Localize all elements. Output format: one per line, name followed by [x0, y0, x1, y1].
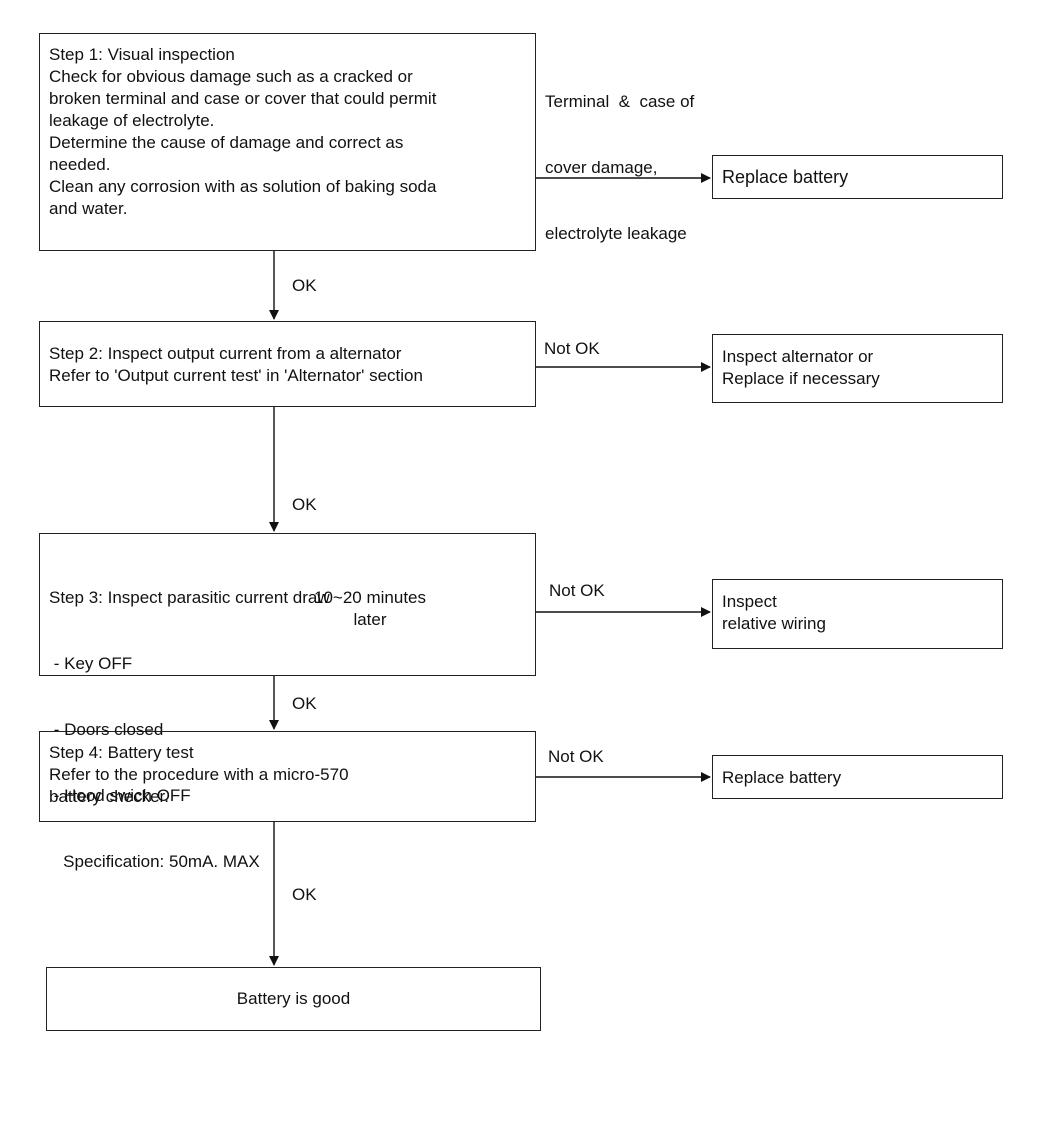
ok-label-step3: OK: [292, 694, 317, 713]
step4-line: Refer to the procedure with a micro-570: [49, 765, 349, 784]
step1-title: Step 1: Visual inspection: [49, 45, 235, 64]
step2-title: Step 2: Inspect output current from a al…: [49, 344, 402, 363]
action4-line: Replace battery: [722, 768, 842, 787]
step1-line: Check for obvious damage such as a crack…: [49, 67, 413, 86]
step1-box: [39, 33, 536, 251]
step4-title: Step 4: Battery test: [49, 743, 194, 762]
action3-box: [712, 579, 1003, 649]
step2-box: [39, 321, 536, 407]
step3-line: - Doors closed: [49, 720, 164, 739]
step1-line: broken terminal and case or cover that c…: [49, 89, 437, 108]
action2-line: Inspect alternator or: [722, 347, 874, 366]
final-box: [46, 967, 541, 1031]
action1-box: [712, 155, 1003, 199]
not-ok-label-step4: Not OK: [548, 747, 604, 766]
step3-timing: 10~20 minutes later: [300, 587, 440, 631]
not-ok-label-step2: Not OK: [544, 339, 600, 358]
step4-box: [39, 731, 536, 822]
step1-line: and water.: [49, 199, 128, 218]
step1-line: Determine the cause of damage and correc…: [49, 133, 404, 152]
final-text: Battery is good: [236, 989, 351, 1008]
ok-label-step1: OK: [292, 276, 317, 295]
step3-line: - Key OFF: [49, 654, 133, 673]
action1-line: Replace battery: [722, 167, 849, 187]
not-ok-label-step3: Not OK: [549, 581, 605, 600]
timing-line: later: [353, 610, 387, 629]
step1-text: Step 1: Visual inspection Check for obvi…: [49, 44, 436, 220]
action1-text: Replace battery: [722, 166, 848, 188]
action3-line: relative wiring: [722, 614, 826, 633]
timing-line: 10~20 minutes: [314, 588, 426, 607]
action4-text: Replace battery: [722, 767, 841, 789]
ok-label-step4: OK: [292, 885, 317, 904]
action3-line: Inspect: [722, 592, 777, 611]
step4-line: battery checker.: [49, 787, 170, 806]
step1-condition: Terminal & case of cover damage, electro…: [545, 47, 694, 267]
step4-text: Step 4: Battery test Refer to the proced…: [49, 742, 349, 808]
action2-box: [712, 334, 1003, 403]
step1-line: leakage of electrolyte.: [49, 111, 215, 130]
step3-title: Step 3: Inspect parasitic current draw: [49, 588, 330, 607]
step1-line: Clean any corrosion with as solution of …: [49, 177, 437, 196]
condition-line: Terminal & case of: [545, 92, 695, 111]
step3-text: Step 3: Inspect parasitic current draw -…: [49, 543, 330, 895]
condition-line: electrolyte leakage: [545, 224, 687, 243]
step3-spec: Specification: 50mA. MAX: [49, 852, 260, 871]
step3-line: - Hood swich OFF: [49, 786, 191, 805]
condition-line: cover damage,: [545, 158, 658, 177]
step2-line: Refer to 'Output current test' in 'Alter…: [49, 366, 423, 385]
action4-box: [712, 755, 1003, 799]
step1-line: needed.: [49, 155, 111, 174]
action2-line: Replace if necessary: [722, 369, 880, 388]
step2-text: Step 2: Inspect output current from a al…: [49, 343, 423, 387]
ok-label-step2: OK: [292, 495, 317, 514]
step3-box: [39, 533, 536, 676]
action3-text: Inspect relative wiring: [722, 591, 826, 635]
action2-text: Inspect alternator or Replace if necessa…: [722, 346, 880, 390]
